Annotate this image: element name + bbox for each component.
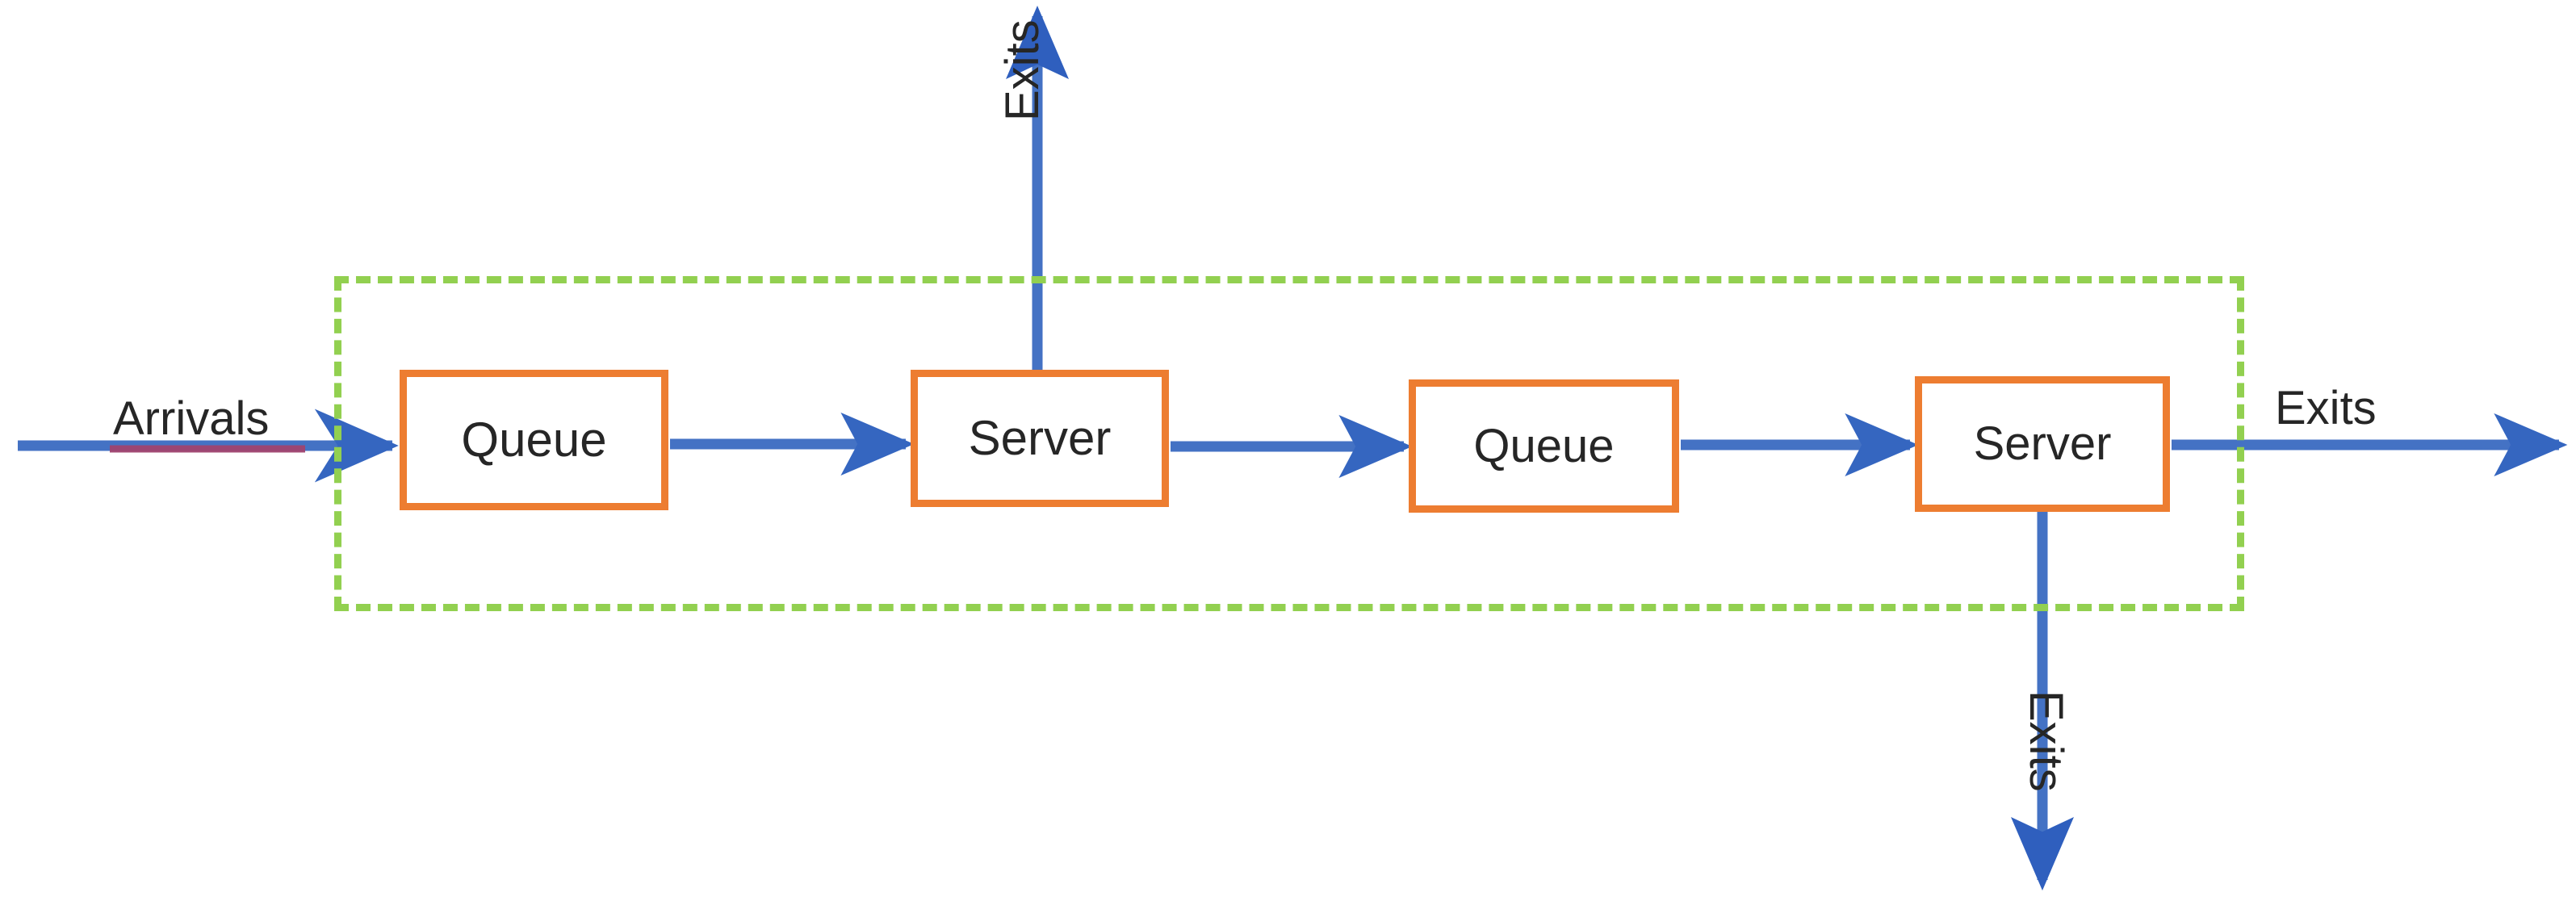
node-server-2[interactable]: Server xyxy=(1915,376,2170,512)
node-server-2-label: Server xyxy=(1973,417,2112,470)
node-queue-2[interactable]: Queue xyxy=(1409,379,1679,513)
arrivals-label: Arrivals xyxy=(113,392,270,445)
exits-right-label: Exits xyxy=(2275,382,2377,434)
exits-top-label: Exits xyxy=(996,19,1049,121)
exits-bottom-label: Exits xyxy=(2020,690,2072,792)
node-queue-2-label: Queue xyxy=(1473,419,1615,472)
node-queue-1[interactable]: Queue xyxy=(400,370,668,510)
node-server-1[interactable]: Server xyxy=(911,370,1169,507)
node-queue-1-label: Queue xyxy=(461,413,607,467)
node-server-1-label: Server xyxy=(968,411,1112,465)
system-boundary-rect xyxy=(334,276,2244,611)
